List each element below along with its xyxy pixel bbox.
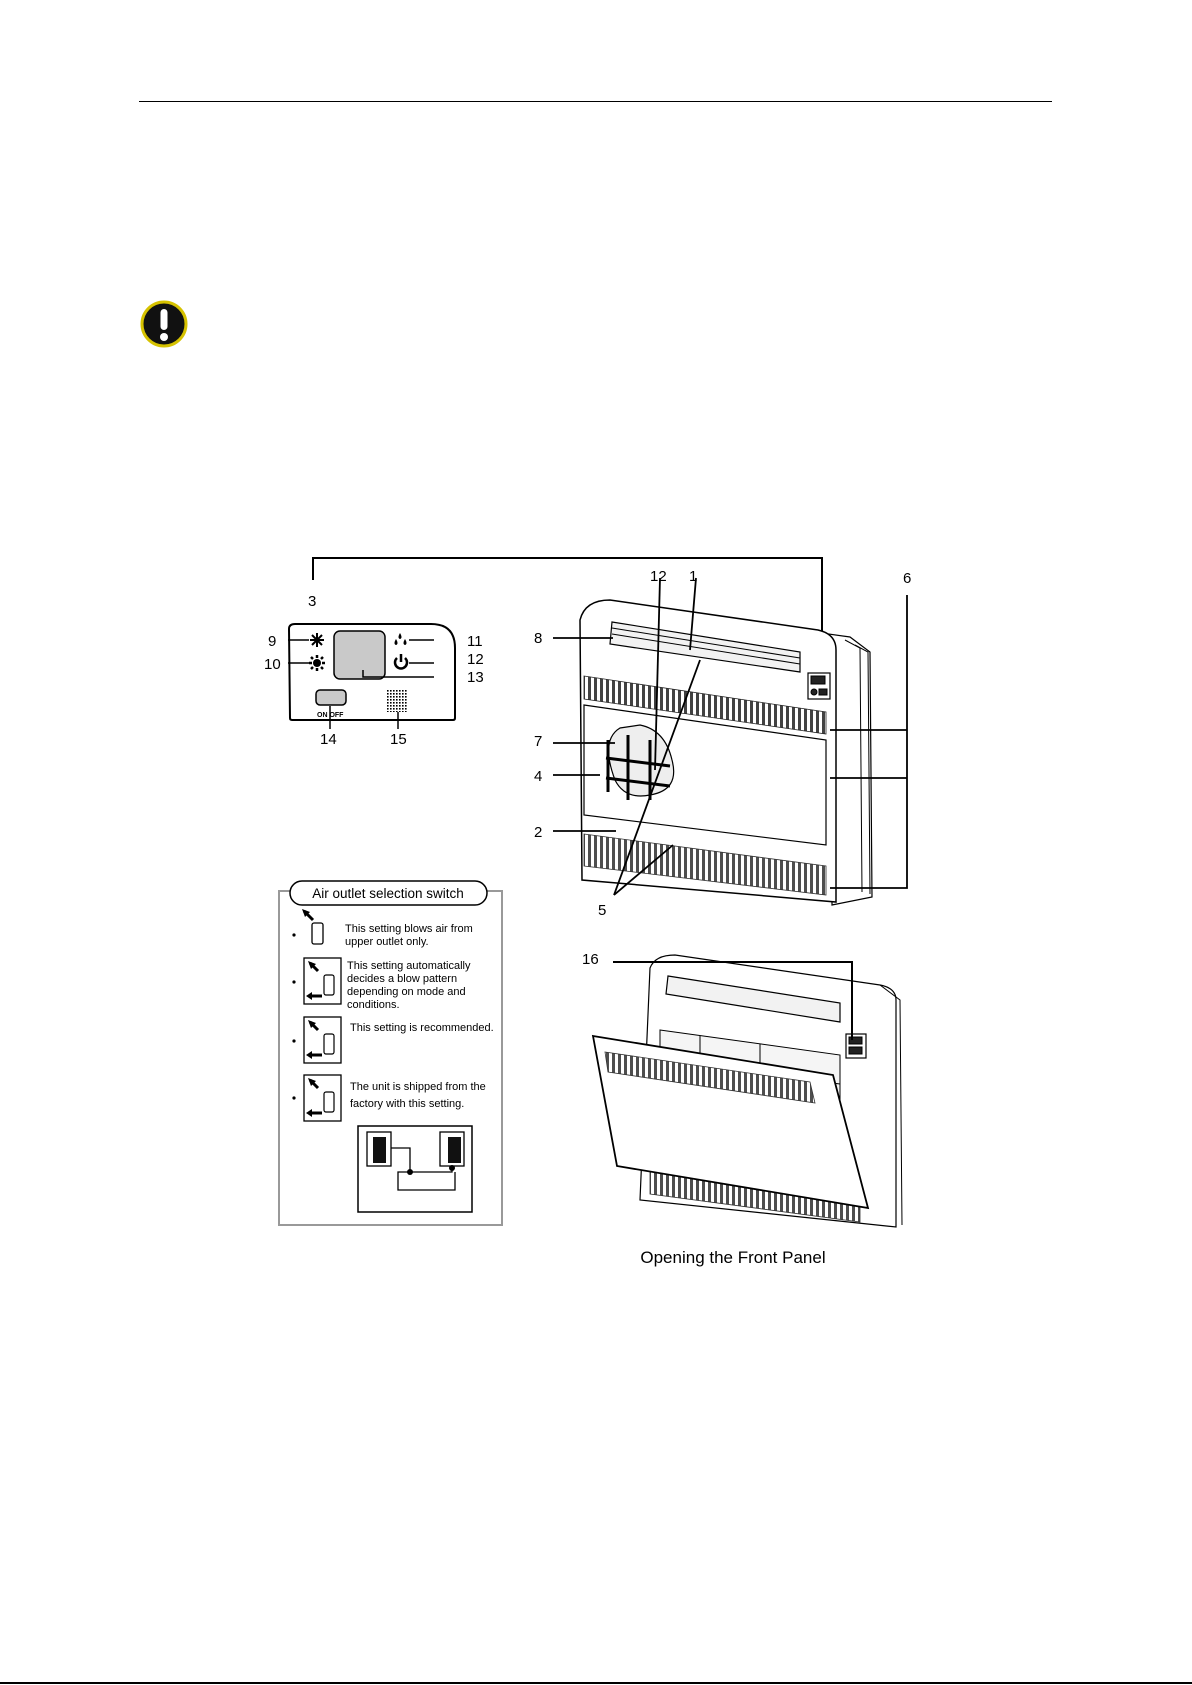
callout-10: 10 bbox=[264, 656, 281, 673]
header-rule bbox=[139, 101, 1052, 102]
callout-14: 14 bbox=[320, 731, 337, 748]
figure-caption: Opening the Front Panel bbox=[640, 1248, 825, 1267]
callout-3-bracket bbox=[312, 557, 823, 688]
signal-receiver bbox=[387, 690, 407, 712]
on-off-switch bbox=[315, 689, 347, 706]
callout-2: 2 bbox=[534, 824, 542, 841]
callout-9: 9 bbox=[268, 633, 276, 650]
callout-1: 1 bbox=[689, 568, 697, 585]
unit-front-view bbox=[579, 599, 873, 906]
callout-7: 7 bbox=[534, 733, 542, 750]
item-4-line-1: The unit is shipped from the bbox=[350, 1081, 486, 1093]
callout-15: 15 bbox=[390, 731, 407, 748]
item-2-line-2: decides a blow pattern bbox=[347, 973, 457, 985]
item-3-line-1: This setting is recommended. bbox=[350, 1022, 494, 1034]
display-window bbox=[333, 630, 386, 680]
callout-11: 11 bbox=[467, 633, 483, 650]
item-4-line-2: factory with this setting. bbox=[350, 1098, 464, 1110]
unit-open-panel-view bbox=[591, 954, 903, 1228]
item-1-line-1: This setting blows air from bbox=[345, 923, 473, 935]
callout-16: 16 bbox=[582, 951, 599, 968]
callout-5: 5 bbox=[598, 902, 606, 919]
callout-12-panel: 12 bbox=[467, 651, 484, 668]
item-1-line-2: upper outlet only. bbox=[345, 936, 429, 948]
power-icon bbox=[393, 654, 409, 670]
callout-8: 8 bbox=[534, 630, 542, 647]
callout-6: 6 bbox=[903, 570, 911, 587]
callout-13: 13 bbox=[467, 669, 484, 686]
dry-drops-icon bbox=[394, 633, 407, 645]
cooling-snowflake-icon bbox=[310, 633, 324, 647]
item-2-line-1: This setting automatically bbox=[347, 960, 471, 972]
warning-icon bbox=[140, 300, 188, 348]
heating-sun-icon bbox=[309, 655, 325, 671]
item-2-line-3: depending on mode and bbox=[347, 986, 466, 998]
air-outlet-title: Air outlet selection switch bbox=[312, 886, 464, 901]
callout-3: 3 bbox=[308, 593, 316, 610]
air-outlet-box: Air outlet selection switch This setting… bbox=[278, 880, 503, 1226]
callout-12-unit: 12 bbox=[650, 568, 667, 585]
callout-16-leader bbox=[613, 961, 853, 1040]
control-panel: ON OFF bbox=[287, 623, 456, 729]
footer-rule bbox=[0, 1682, 1192, 1684]
item-2-line-4: conditions. bbox=[347, 999, 400, 1011]
callout-4: 4 bbox=[534, 768, 542, 785]
